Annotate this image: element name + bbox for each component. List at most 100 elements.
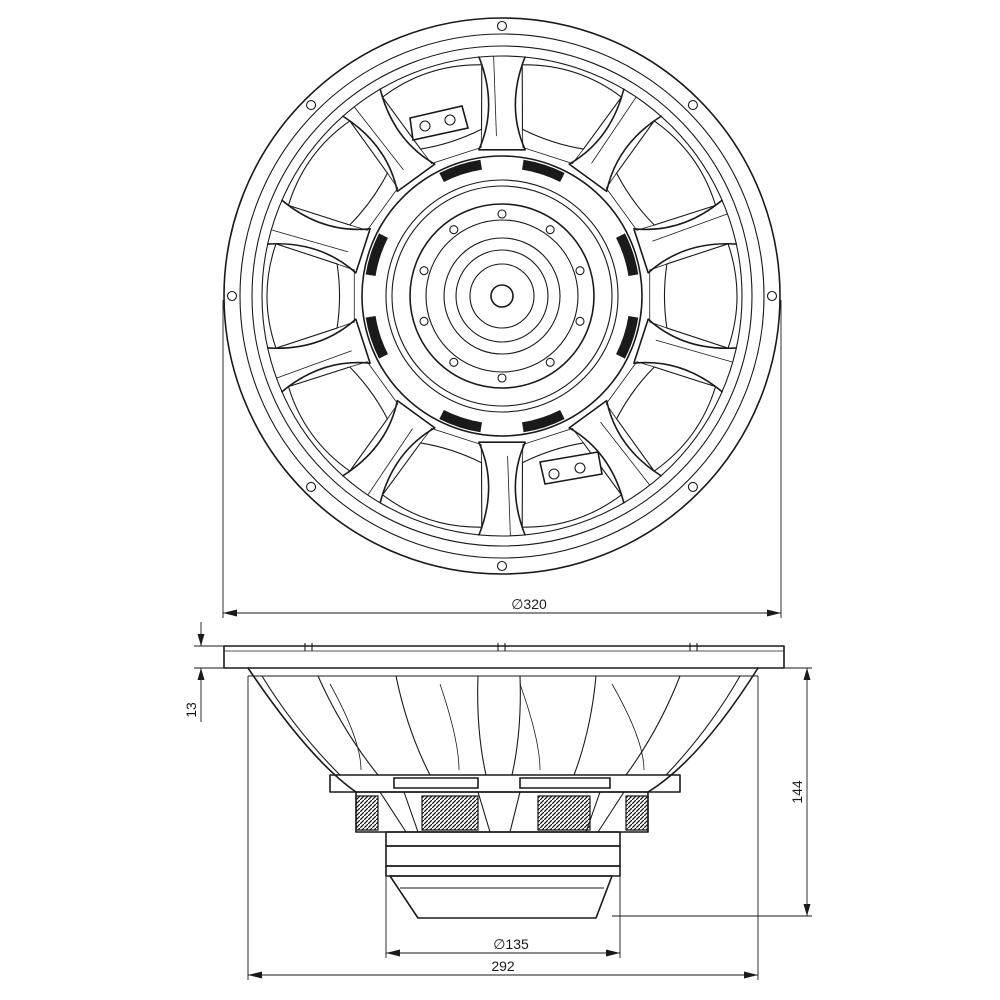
dim-label-292: 292 — [491, 958, 515, 974]
pole-piece-outer — [443, 237, 561, 355]
depth-144-dimension: 144 — [612, 667, 812, 917]
side-rib-line — [665, 675, 741, 776]
mounting-hole — [496, 20, 508, 32]
vent-slot — [616, 316, 639, 359]
gasket-ring — [251, 45, 753, 547]
pole-vent — [490, 284, 514, 308]
window-shelf — [420, 129, 482, 165]
vent-slot — [365, 316, 388, 359]
motor-bolt — [449, 225, 459, 235]
flange-13-dimension: 13 — [183, 622, 224, 722]
vent-hatch-center-left — [421, 795, 479, 831]
mounting-hole — [687, 481, 698, 492]
basket-spokes — [266, 56, 738, 536]
terminal-block-bottom — [539, 451, 603, 485]
diameter-320-dimension: ∅320 — [222, 300, 782, 618]
basket-window — [615, 120, 717, 226]
basket-spoke — [342, 88, 436, 193]
pole-piece — [455, 249, 549, 343]
spoke-edge — [507, 455, 511, 536]
basket-window — [615, 366, 717, 472]
dim-label-13: 13 — [183, 702, 199, 718]
magnet-side — [385, 845, 621, 867]
window-shelf — [349, 361, 399, 420]
basket-window — [381, 64, 483, 150]
basket-bottom — [355, 791, 649, 833]
side-rib-line — [625, 675, 681, 776]
basket-spoke — [266, 199, 371, 274]
vent-slots — [365, 159, 639, 433]
basket-spoke — [568, 399, 662, 504]
basket-window — [266, 243, 341, 349]
magnet-outer-ring — [361, 155, 643, 437]
vent-slot — [439, 159, 482, 182]
basket-spoke — [633, 318, 738, 393]
window-shelf — [336, 263, 355, 329]
window-shelf — [605, 172, 655, 231]
dim-label-135: ∅135 — [493, 936, 529, 952]
vent-slot — [522, 159, 565, 182]
mounting-hole — [306, 100, 317, 111]
frame-outer-rim — [223, 17, 781, 575]
window-shelf — [522, 129, 584, 165]
spoke-edge — [600, 421, 651, 486]
basket-spoke — [342, 399, 436, 504]
side-window-edge — [519, 683, 541, 771]
vent-slot — [522, 410, 565, 433]
basket-ribs — [266, 64, 738, 528]
window-shelf — [522, 427, 584, 463]
motor-bolt — [419, 316, 429, 326]
vent-hatch-left — [355, 795, 379, 831]
mounting-hole — [226, 290, 238, 302]
mounting-holes — [226, 20, 778, 572]
side-window-edge — [611, 683, 645, 771]
motor-bolt — [545, 225, 555, 235]
spoke-edge — [367, 428, 413, 496]
vent-slot — [365, 233, 388, 276]
basket-spoke — [478, 56, 526, 151]
motor-bolt — [575, 316, 585, 326]
back-plate-chamfer — [389, 875, 613, 919]
basket-window — [287, 120, 389, 226]
side-rib-line — [511, 675, 521, 776]
basket-window — [287, 366, 389, 472]
top-plate-side — [385, 831, 621, 847]
basket-spoke — [633, 199, 738, 274]
top-plate — [409, 203, 595, 389]
window-shelf — [420, 427, 482, 463]
basket-window — [521, 442, 623, 528]
spoke-edge — [655, 339, 733, 363]
vent-slot — [439, 410, 482, 433]
motor-bolt — [497, 373, 507, 383]
mounting-hole — [687, 100, 698, 111]
side-view — [223, 643, 785, 919]
spoke-edge — [353, 106, 404, 171]
basket-window — [381, 442, 483, 528]
cutout-292-dimension: 292 — [247, 676, 759, 980]
terminal-block-top — [409, 105, 469, 141]
basket-window — [663, 243, 738, 349]
spoke-edge — [271, 229, 349, 253]
front-view — [223, 17, 781, 575]
vent-hatch-center-right — [537, 795, 591, 831]
spoke-edge — [276, 350, 352, 379]
window-shelf — [649, 263, 668, 329]
motor-bolt — [545, 357, 555, 367]
side-rib-line — [261, 675, 341, 776]
top-plate-edge — [391, 185, 613, 407]
diameter-135-dimension: ∅135 — [385, 876, 621, 958]
frame-flange-inner — [239, 33, 765, 559]
window-shelf — [349, 172, 399, 231]
back-plate-side — [385, 865, 621, 877]
mounting-hole — [306, 481, 317, 492]
basket-profile — [247, 667, 759, 793]
basket-lower-ring — [329, 774, 681, 793]
basket-spoke — [568, 88, 662, 193]
frame-flange — [223, 645, 785, 669]
basket-spoke — [478, 441, 526, 536]
side-rib-line — [395, 675, 431, 776]
vent-slot — [616, 233, 639, 276]
mounting-hole — [766, 290, 778, 302]
basket-spoke — [266, 318, 371, 393]
basket-rim — [261, 55, 743, 537]
